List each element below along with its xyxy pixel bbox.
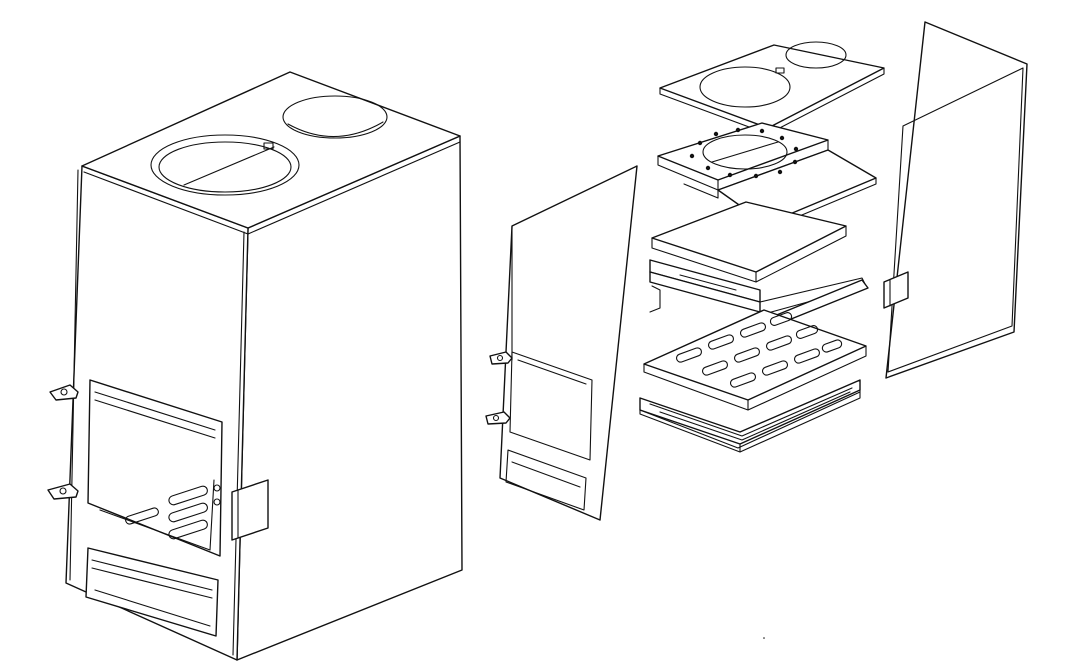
top-plate	[659, 41, 885, 135]
cabinet-top-large-opening	[150, 134, 300, 196]
base-tray	[639, 379, 861, 453]
ring-plate-bolt-holes	[689, 127, 799, 179]
solid-plate	[651, 201, 847, 283]
cabinet-mounting-tab-upper	[49, 384, 79, 401]
cabinet-lower-slot	[85, 547, 219, 637]
cabinet-top-face	[81, 71, 461, 229]
cabinet-front-window	[87, 379, 223, 557]
assembled-cabinet	[47, 71, 463, 661]
side-panel-clip	[883, 271, 909, 309]
stray-mark	[763, 637, 765, 639]
cabinet-top-small-opening	[282, 95, 388, 139]
grate-slots	[675, 312, 843, 388]
cabinet-mounting-tab-lower	[47, 483, 79, 500]
slotted-grate	[643, 309, 867, 411]
front-panel-tab-lower	[485, 411, 511, 425]
front-panel-sheet	[499, 165, 638, 521]
side-panel	[883, 21, 1028, 379]
front-panel-tab-upper	[489, 351, 513, 365]
front-panel	[485, 165, 638, 521]
cabinet-side-clip	[231, 479, 269, 541]
side-panel-sheet	[885, 21, 1028, 379]
